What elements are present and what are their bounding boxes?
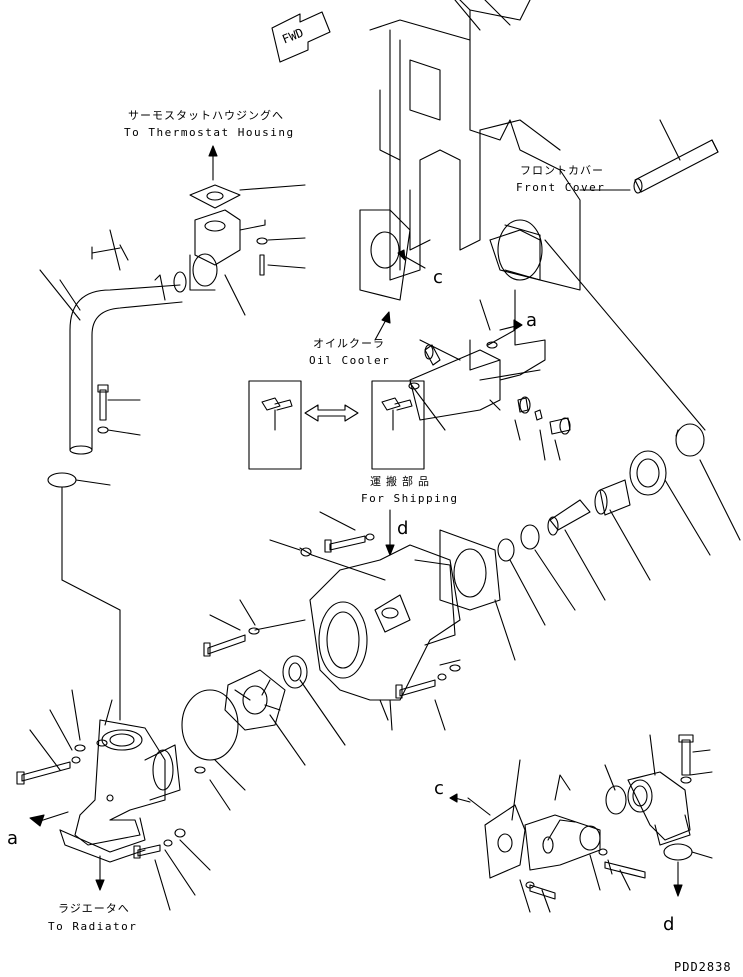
elbow-bolts xyxy=(16,689,211,911)
ref-d-top: d xyxy=(397,518,409,539)
front-cover-label-en: Front Cover xyxy=(516,181,606,194)
shipping-parts xyxy=(248,380,446,470)
ref-d-bottom: d xyxy=(663,914,675,935)
radiator-label-jp: ラジエータへ xyxy=(58,902,130,915)
oil-cooler-label-jp: オイルクーラ xyxy=(313,337,385,350)
reference-arrows xyxy=(374,249,523,803)
ref-c-bottom: c xyxy=(434,778,444,799)
drawing-code: PDD2838 xyxy=(674,960,732,974)
oil-cooler-piping xyxy=(467,734,713,913)
oil-cooler-label-en: Oil Cooler xyxy=(309,354,391,367)
ref-a-top: a xyxy=(526,310,538,331)
tube-bolts xyxy=(97,384,141,436)
inlet-elbow xyxy=(59,699,231,863)
front-cover-shaft xyxy=(579,119,719,194)
forward-arrow-icon xyxy=(271,11,331,63)
pump-bolts xyxy=(203,511,461,731)
radiator-arrow xyxy=(95,855,105,891)
shipping-label-en: For Shipping xyxy=(361,492,459,505)
thermostat-label-jp: サーモスタットハウジングへ xyxy=(128,109,284,122)
ref-c-top: c xyxy=(433,267,443,288)
thermostat-label-en: To Thermostat Housing xyxy=(124,126,295,139)
coolant-tube xyxy=(39,229,183,721)
impeller xyxy=(181,655,346,791)
front-cover-label-jp: フロントカバー xyxy=(520,164,604,177)
pump-shaft-parts xyxy=(497,396,741,626)
ref-a-left: a xyxy=(7,828,19,849)
radiator-label-en: To Radiator xyxy=(48,920,138,933)
thermostat-connection xyxy=(173,145,306,316)
engine-block xyxy=(359,0,581,301)
water-pump-housing xyxy=(269,529,516,731)
shipping-label-jp: 運搬部品 xyxy=(370,475,434,488)
oil-cooler-bracket xyxy=(408,239,706,431)
